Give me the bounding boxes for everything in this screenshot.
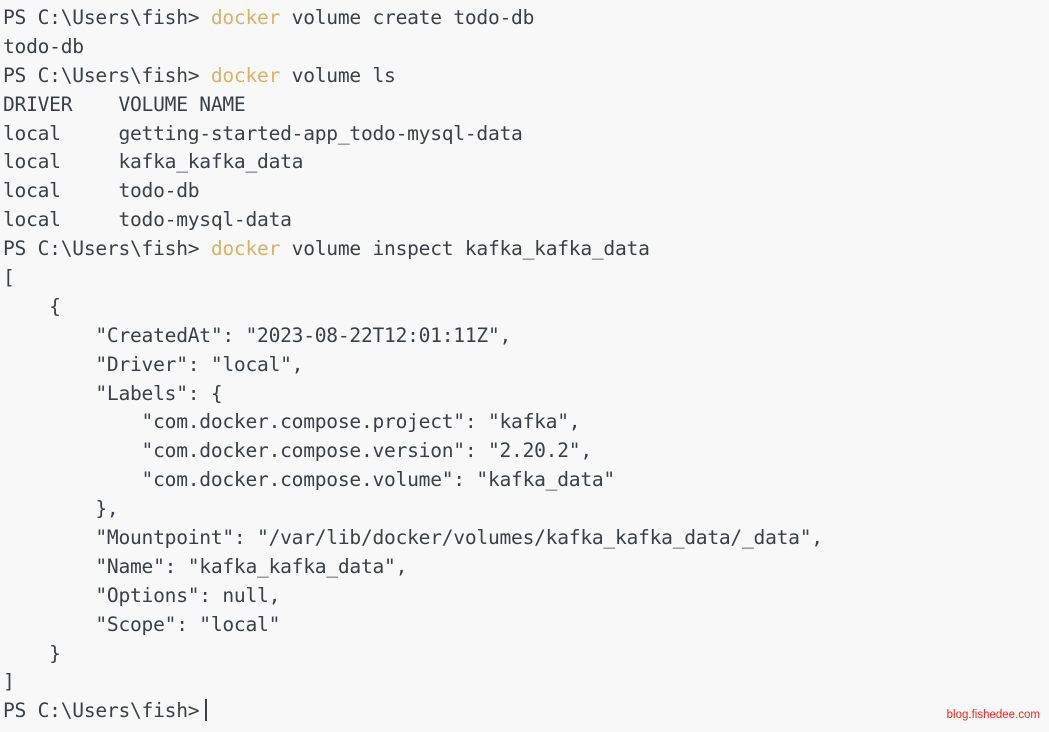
text-cursor <box>205 699 208 722</box>
command-keyword: docker <box>199 237 281 261</box>
output-text: "Mountpoint": "/var/lib/docker/volumes/k… <box>3 526 823 550</box>
output-text: "com.docker.compose.project": "kafka", <box>3 410 581 434</box>
command-arguments: volume create todo-db <box>280 6 535 29</box>
terminal-output-line: local todo-mysql-data <box>3 206 1049 235</box>
terminal-prompt-line: PS C:\Users\fish> docker volume ls <box>3 62 1049 91</box>
terminal-output-line: "Scope": "local" <box>3 611 1049 640</box>
prompt-path: PS C:\Users\fish> <box>3 6 200 29</box>
terminal-output-line: local getting-started-app_todo-mysql-dat… <box>3 120 1049 149</box>
output-text: "Labels": { <box>3 381 223 405</box>
output-text: "com.docker.compose.volume": "kafka_data… <box>3 468 616 492</box>
command-arguments: volume inspect kafka_kafka_data <box>280 237 650 261</box>
terminal-prompt-line: PS C:\Users\fish> docker volume create t… <box>3 4 1049 33</box>
command-keyword: docker <box>199 63 281 87</box>
output-text: local todo-db <box>3 179 200 203</box>
terminal-output-line: "Mountpoint": "/var/lib/docker/volumes/k… <box>3 524 1049 553</box>
output-text: } <box>3 641 61 665</box>
command-arguments: volume ls <box>280 63 396 87</box>
terminal-output-line: } <box>3 640 1049 669</box>
terminal-output-line: ] <box>3 668 1049 697</box>
terminal-output-line: "Labels": { <box>3 380 1049 409</box>
output-text: DRIVER VOLUME NAME <box>3 92 246 116</box>
prompt-path: PS C:\Users\fish> <box>3 699 200 723</box>
output-text: local kafka_kafka_data <box>3 150 304 174</box>
output-text: "Name": "kafka_kafka_data", <box>3 554 408 578</box>
output-text: { <box>3 294 61 318</box>
prompt-path: PS C:\Users\fish> <box>3 63 200 87</box>
output-text: "Driver": "local", <box>3 352 304 376</box>
terminal-output-line: "CreatedAt": "2023-08-22T12:01:11Z", <box>3 322 1049 351</box>
output-text: "Options": null, <box>3 583 281 607</box>
terminal-output-line: local kafka_kafka_data <box>3 148 1049 177</box>
terminal-output-line: local todo-db <box>3 177 1049 206</box>
terminal-line-list: PS C:\Users\fish> docker volume create t… <box>3 4 1049 726</box>
output-text: }, <box>3 497 119 521</box>
output-text: todo-db <box>3 34 84 58</box>
output-text: [ <box>3 266 15 290</box>
terminal-output-line: "Options": null, <box>3 582 1049 611</box>
terminal-output-line: "Driver": "local", <box>3 351 1049 380</box>
terminal-prompt-line: PS C:\Users\fish> <box>3 697 1049 726</box>
output-text: local getting-started-app_todo-mysql-dat… <box>3 121 523 145</box>
terminal-output-line: "Name": "kafka_kafka_data", <box>3 553 1049 582</box>
terminal-output-line: [ <box>3 264 1049 293</box>
output-text: "com.docker.compose.version": "2.20.2", <box>3 439 593 463</box>
output-text: local todo-mysql-data <box>3 208 292 232</box>
watermark-blog-url: blog.fishedee.com <box>946 709 1040 721</box>
terminal-output-line: "com.docker.compose.version": "2.20.2", <box>3 437 1049 466</box>
terminal-output-line: "com.docker.compose.volume": "kafka_data… <box>3 466 1049 495</box>
output-text: "Scope": "local" <box>3 612 281 636</box>
terminal-output-line: todo-db <box>3 33 1049 62</box>
output-text: "CreatedAt": "2023-08-22T12:01:11Z", <box>3 323 512 347</box>
terminal-prompt-line: PS C:\Users\fish> docker volume inspect … <box>3 235 1049 264</box>
output-text: ] <box>3 670 15 694</box>
command-keyword: docker <box>199 6 281 29</box>
terminal-output-line: }, <box>3 495 1049 524</box>
terminal-output-line: "com.docker.compose.project": "kafka", <box>3 408 1049 437</box>
terminal-output-line: { <box>3 293 1049 322</box>
prompt-path: PS C:\Users\fish> <box>3 237 200 261</box>
terminal-output-line: DRIVER VOLUME NAME <box>3 91 1049 120</box>
